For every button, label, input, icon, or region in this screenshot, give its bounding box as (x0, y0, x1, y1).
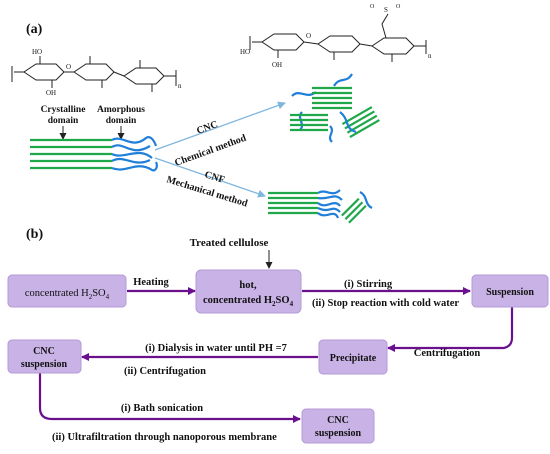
cnc-suspension-1-line2: suspension (21, 359, 68, 370)
stirring-label: (i) Stirring (344, 279, 393, 290)
crystalline-label-2: domain (48, 116, 79, 126)
ultrafiltration-label: (ii) Ultrafiltration through nanoporous … (52, 432, 277, 443)
cellulose-molecule-left: HO OH O n (11, 48, 182, 97)
cnc-suspension-1-line1: CNC (33, 346, 55, 357)
chemical-method-label: Chemical method (173, 133, 248, 169)
cnc-suspension-box-1 (7, 339, 82, 374)
centrifugation-ii-label: (ii) Centrifugation (124, 366, 206, 377)
amorphous-label-2: domain (106, 116, 137, 126)
mol-right-s: S (384, 6, 388, 14)
cellulose-fiber-bundle (30, 136, 158, 172)
suspension-box (471, 274, 549, 308)
centrifugation-label: Centrifugation (414, 348, 481, 359)
amorphous-label-1: Amorphous (97, 105, 145, 115)
hot-acid-line1: hot, (239, 280, 257, 291)
treated-cellulose-label: Treated cellulose (190, 237, 269, 249)
cnf-nanofibrils (268, 189, 373, 224)
cnc-nanocrystals (290, 73, 380, 143)
cnf-method-label: CNF (203, 169, 226, 186)
sulfated-cellulose-molecule: S O O HO OH O n (240, 4, 432, 69)
stop-reaction-label: (ii) Stop reaction with cold water (312, 298, 459, 309)
centrifugation-arrow (387, 306, 514, 352)
mol-right-ho: HO (240, 48, 250, 56)
mol-right-oh: OH (272, 61, 282, 69)
panel-a-label: (a) (26, 22, 43, 37)
suspension-text: Suspension (486, 287, 534, 298)
mol-left-oh: OH (46, 89, 56, 97)
crystalline-label-1: Crystalline (41, 105, 86, 115)
cnc-suspension-box-2 (301, 408, 375, 444)
mol-right-o2: O (396, 4, 401, 10)
cnc-suspension-2-line1: CNC (327, 415, 349, 426)
mol-left-n: n (178, 82, 182, 90)
concentrated-acid-text: concentrated H2SO4 (25, 288, 110, 301)
dialysis-label: (i) Dialysis in water until PH =7 (145, 343, 287, 354)
cnc-branch-arrow (154, 101, 286, 151)
precipitate-text: Precipitate (330, 353, 377, 364)
hot-acid-line2: concentrated H2SO4 (203, 295, 294, 308)
heating-label: Heating (133, 277, 169, 288)
mol-left-o: O (66, 63, 71, 71)
precipitate-box (318, 339, 388, 375)
concentrated-acid-box (7, 274, 127, 308)
mol-right-o: O (306, 32, 311, 40)
sonication-arrow (38, 373, 301, 423)
mol-left-ho: HO (32, 48, 42, 56)
bath-sonication-label: (i) Bath sonication (121, 403, 203, 414)
cnc-suspension-2-line2: suspension (315, 428, 362, 439)
panel-b-label: (b) (26, 227, 43, 242)
mol-right-o1: O (370, 4, 375, 10)
cnc-method-label: CNC (195, 119, 219, 137)
hot-acid-box (195, 269, 302, 314)
mol-right-n: n (428, 52, 432, 60)
cnf-branch-arrow (154, 157, 266, 198)
